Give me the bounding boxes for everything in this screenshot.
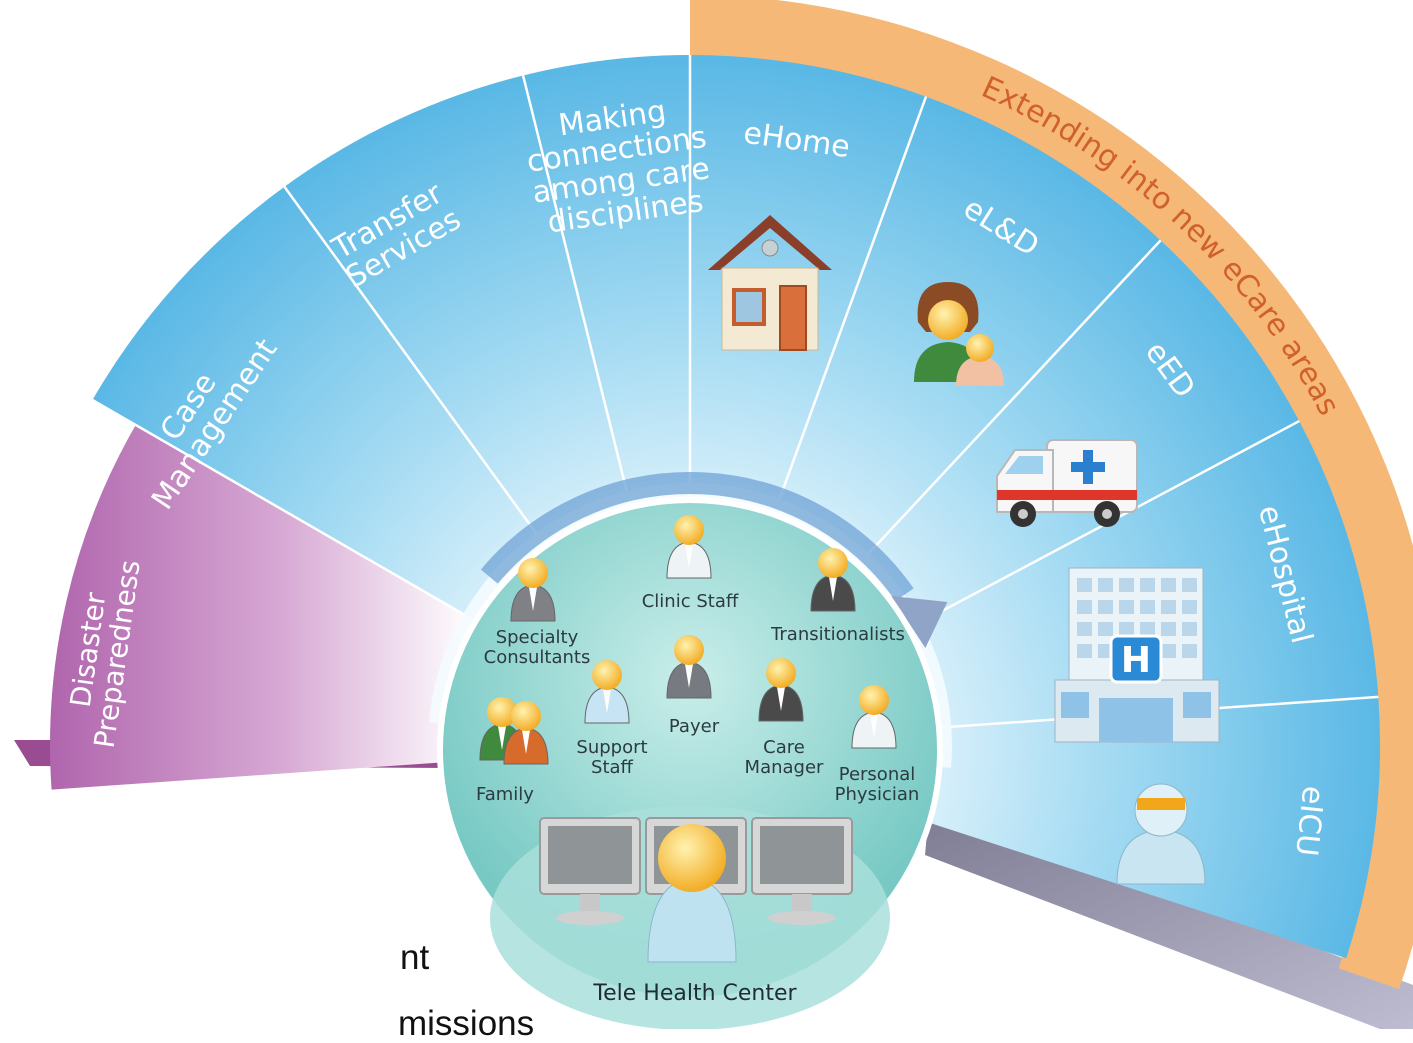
cropped-text-line-2: missions <box>398 1004 535 1043</box>
segment-disaster <box>50 425 474 790</box>
house-icon <box>708 215 832 351</box>
monitor-icon <box>539 817 641 925</box>
hub-label-payer: Payer <box>669 716 720 737</box>
ambulance-icon <box>996 439 1138 527</box>
arrow-head <box>891 595 948 648</box>
support-staff-person-icon <box>584 660 630 724</box>
segment-icons: H <box>708 215 1220 885</box>
flow-arrow <box>480 472 914 602</box>
monitor-icon <box>751 817 853 925</box>
transitionalist-person-icon <box>810 548 856 612</box>
hub-label-clinic: Clinic Staff <box>642 591 739 612</box>
care-manager-person-icon <box>758 658 804 722</box>
payer-person-icon <box>666 635 712 699</box>
segment-transfer <box>284 75 630 543</box>
label-connections: Makingconnectionsamong caredisciplines <box>520 89 717 242</box>
operator-icon <box>647 824 737 963</box>
family-member-icon <box>503 701 549 765</box>
svg-text:H: H <box>1121 640 1151 681</box>
cropped-text-line-1: nt <box>400 938 430 977</box>
consultant-person-icon <box>510 558 556 622</box>
clinician-person-icon <box>666 515 712 579</box>
hub-label-transitionalists: Transitionalists <box>770 624 905 645</box>
hospital-icon: H <box>1054 567 1220 743</box>
hub-label-family: Family <box>476 784 534 805</box>
segment-case <box>92 186 544 621</box>
segment-connections <box>523 55 690 503</box>
hub-title: Tele Health Center <box>592 981 797 1006</box>
physician-person-icon <box>851 685 897 749</box>
surgeon-icon <box>1116 783 1206 885</box>
mother-child-icon <box>914 282 1004 386</box>
label-eicu: eICU <box>1288 784 1330 857</box>
segment-eed <box>860 240 1300 628</box>
